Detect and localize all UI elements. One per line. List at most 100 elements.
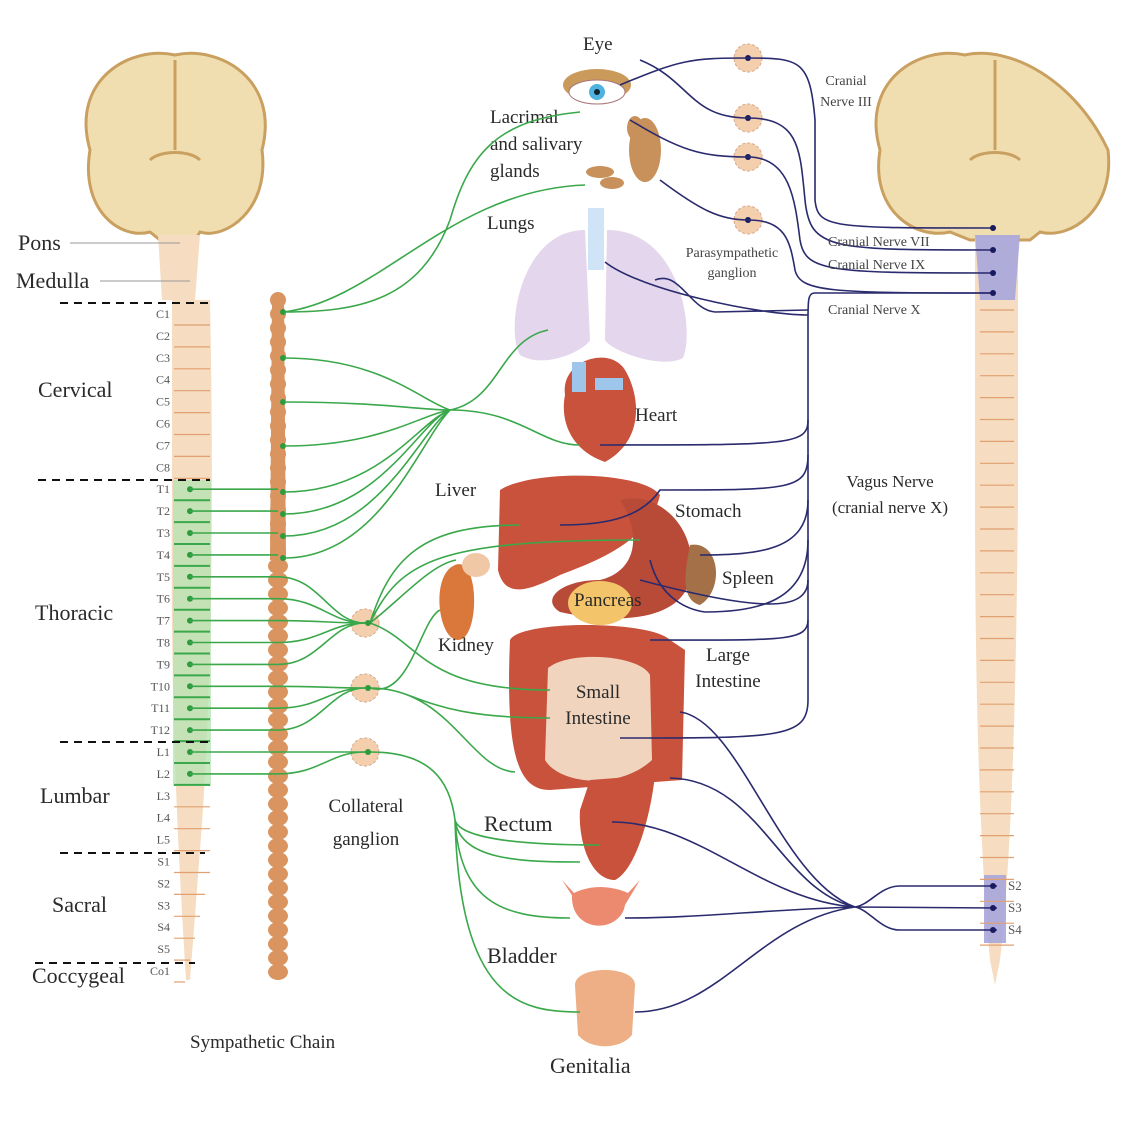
chain-ganglion: [268, 558, 288, 574]
chain-ganglion: [270, 418, 286, 434]
segment-label-t6: T6: [157, 592, 170, 606]
segment-label-l4: L4: [157, 811, 170, 825]
chain-ganglion: [268, 838, 288, 854]
chain-synapse-dot: [280, 511, 286, 517]
cranial-nerve-ix-label: Cranial Nerve IX: [828, 258, 925, 273]
parasympathetic-ganglion-label-1: Parasympathetic: [686, 246, 779, 261]
collateral-synapse-dot: [365, 749, 371, 755]
cranial-nerve-vii-label: Cranial Nerve VII: [828, 235, 930, 250]
chain-ganglion: [270, 516, 286, 532]
heart-label: Heart: [635, 405, 678, 426]
segment-label-t7: T7: [157, 614, 170, 628]
lungs-label: Lungs: [487, 213, 535, 234]
pons-label: Pons: [18, 230, 61, 255]
rectum-label: Rectum: [484, 811, 552, 836]
chain-ganglion: [268, 740, 288, 756]
segment-label-c2: C2: [156, 329, 170, 343]
chain-ganglion: [268, 964, 288, 980]
chain-ganglion: [268, 824, 288, 840]
chain-ganglion: [270, 446, 286, 462]
segment-label-t12: T12: [151, 723, 170, 737]
segment-label-s3: S3: [157, 898, 170, 912]
large-intestine-label-1: Large: [706, 645, 750, 666]
chain-ganglion: [268, 726, 288, 742]
kidney: [439, 553, 490, 640]
chain-ganglion: [270, 404, 286, 420]
small-intestine: [545, 656, 652, 781]
chain-ganglion: [268, 572, 288, 588]
lacrimal-and-salivary-glands: [586, 116, 661, 189]
region-cervical: Cervical: [38, 377, 113, 402]
glands-label-2: and salivary: [490, 134, 583, 155]
chain-ganglion: [268, 796, 288, 812]
chain-synapse-dot: [280, 355, 286, 361]
sympathetic-chain: [268, 292, 288, 980]
chain-synapse-dot: [280, 443, 286, 449]
liver: [498, 475, 660, 590]
lungs: [514, 208, 687, 362]
segment-label-co1: Co1: [150, 964, 170, 978]
segment-label-c8: C8: [156, 460, 170, 474]
chain-synapse-dot: [280, 399, 286, 405]
splanchnic-nerve: [277, 576, 366, 624]
chain-ganglion: [268, 810, 288, 826]
chain-ganglion: [270, 320, 286, 336]
segment-label-c4: C4: [156, 373, 170, 387]
heart: [563, 357, 637, 462]
segment-label-t2: T2: [157, 504, 170, 518]
rectum: [579, 775, 655, 880]
chain-synapse-dot: [280, 555, 286, 561]
segment-label-s5: S5: [157, 942, 170, 956]
segment-label-s1: S1: [157, 855, 170, 869]
chain-ganglion: [270, 292, 286, 308]
segment-label-t3: T3: [157, 526, 170, 540]
sympathetic-chain-label: Sympathetic Chain: [190, 1032, 336, 1053]
chain-ganglion: [270, 334, 286, 350]
collateral-synapse-dot: [365, 620, 371, 626]
kidney-label: Kidney: [438, 635, 494, 656]
chain-ganglion: [268, 670, 288, 686]
chain-ganglion: [268, 922, 288, 938]
chain-synapse-dot: [280, 489, 286, 495]
chain-ganglion: [268, 754, 288, 770]
chain-ganglion: [268, 852, 288, 868]
vagus-nerve-label-1: Vagus Nerve: [846, 472, 933, 491]
segment-label-t9: T9: [157, 657, 170, 671]
segment-label-c1: C1: [156, 307, 170, 321]
parasympathetic-ganglion-label-2: ganglion: [708, 266, 757, 281]
cranial-nerve-x-label: Cranial Nerve X: [828, 303, 921, 318]
chain-ganglion: [268, 880, 288, 896]
chain-ganglion: [268, 936, 288, 952]
chain-ganglion: [268, 712, 288, 728]
parasympathetic-ganglia: [733, 43, 763, 235]
region-coccygeal: Coccygeal: [32, 963, 125, 988]
collateral-ganglion-label-2: ganglion: [333, 829, 400, 850]
chain-ganglion: [270, 362, 286, 378]
segment-label-t4: T4: [157, 548, 170, 562]
spleen-label: Spleen: [722, 568, 774, 589]
chain-ganglion: [268, 950, 288, 966]
chain-ganglion: [268, 614, 288, 630]
brainstem-cranial-nuclei: [975, 235, 1020, 300]
segment-labels: C1C2C3C4C5C6C7C8T1T2T3T4T5T6T7T8T9T10T11…: [150, 307, 170, 978]
small-intestine-label-1: Small: [576, 682, 620, 703]
splanchnic-nerve: [277, 622, 366, 666]
region-thoracic: Thoracic: [35, 600, 113, 625]
chain-synapse-dot: [280, 533, 286, 539]
chain-ganglion: [268, 628, 288, 644]
segment-label-t11: T11: [151, 701, 170, 715]
vagus-nerve-label-2: (cranial nerve X): [832, 498, 948, 517]
region-dividers: [35, 302, 210, 964]
sacral-label-s4: S4: [1008, 922, 1022, 937]
left-brain: [84, 51, 267, 300]
chain-synapse-dot: [280, 309, 286, 315]
liver-label: Liver: [435, 480, 477, 501]
chain-ganglion: [270, 376, 286, 392]
genitalia: [575, 970, 635, 1047]
segment-label-c6: C6: [156, 417, 170, 431]
right-brain: [874, 51, 1111, 242]
chain-ganglion: [270, 474, 286, 490]
segment-label-l3: L3: [157, 789, 170, 803]
